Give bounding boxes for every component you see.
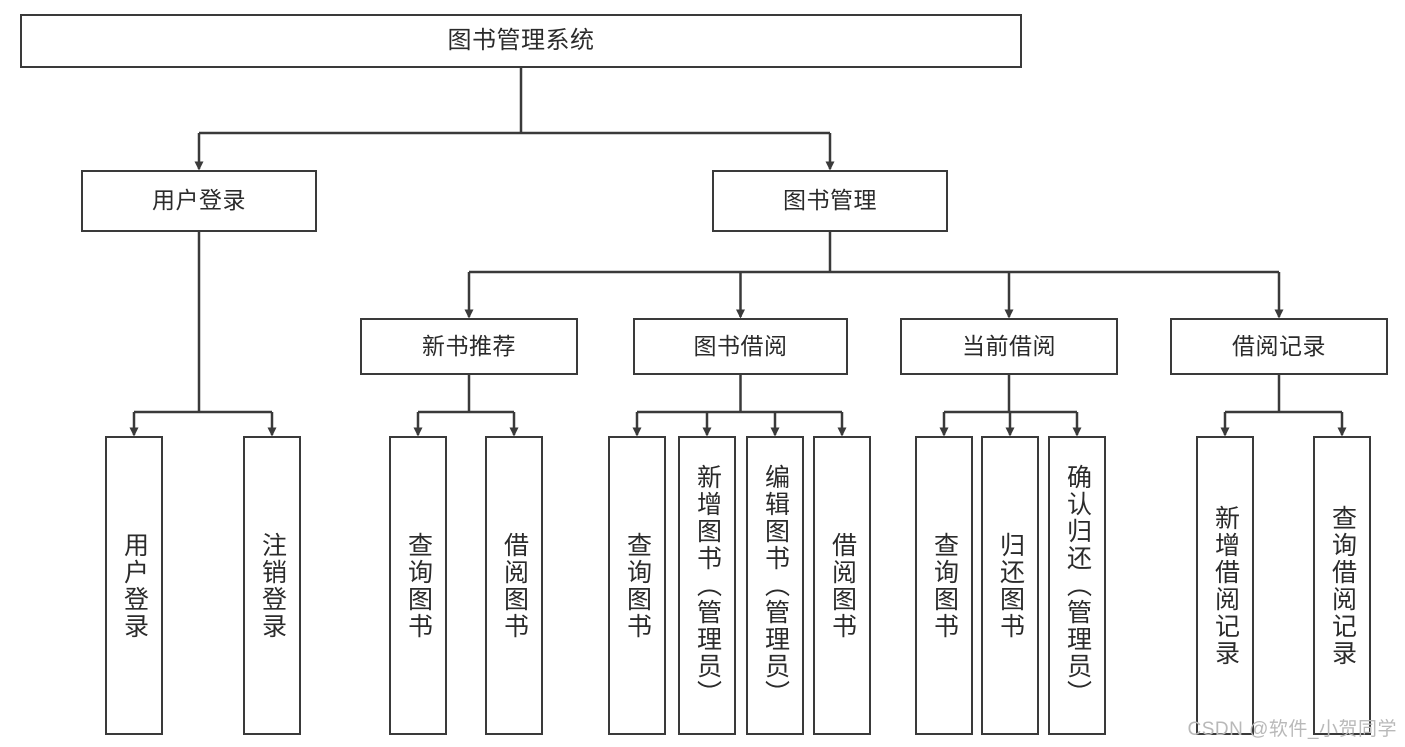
leaf-node-borrow-book-rec[interactable]: 借阅图书 <box>485 436 543 735</box>
leaf-node-edit-book-admin[interactable]: 编辑图书（管理员） <box>746 436 804 735</box>
edge-group <box>129 68 1347 437</box>
leaf-node-borrow-book[interactable]: 借阅图书 <box>813 436 871 735</box>
node-label: 借阅记录 <box>1232 332 1326 359</box>
leaf-node-add-book-admin[interactable]: 新增图书（管理员） <box>678 436 736 735</box>
node-label: 归还图书 <box>996 531 1025 640</box>
node-label: 借阅图书 <box>500 531 529 640</box>
node-label: 编辑图书（管理员） <box>761 464 790 707</box>
leaf-node-confirm-return-admin[interactable]: 确认归还（管理员） <box>1048 436 1106 735</box>
node-borrow-record[interactable]: 借阅记录 <box>1170 318 1388 375</box>
node-current-borrow[interactable]: 当前借阅 <box>900 318 1118 375</box>
leaf-node-add-borrow-record[interactable]: 新增借阅记录 <box>1196 436 1254 735</box>
node-label: 新增借阅记录 <box>1211 504 1240 667</box>
leaf-node-query-book-borrow[interactable]: 查询图书 <box>608 436 666 735</box>
node-book-management[interactable]: 图书管理 <box>712 170 948 232</box>
node-label: 注销登录 <box>258 531 287 640</box>
node-book-borrow[interactable]: 图书借阅 <box>633 318 848 375</box>
node-new-book-recommend[interactable]: 新书推荐 <box>360 318 578 375</box>
node-label: 借阅图书 <box>828 531 857 640</box>
node-label: 确认归还（管理员） <box>1063 464 1092 707</box>
node-label: 用户登录 <box>120 531 149 640</box>
leaf-node-query-book-current[interactable]: 查询图书 <box>915 436 973 735</box>
node-label: 新增图书（管理员） <box>693 464 722 707</box>
node-user-login[interactable]: 用户登录 <box>81 170 317 232</box>
node-label: 查询图书 <box>404 531 433 640</box>
leaf-node-query-borrow-record[interactable]: 查询借阅记录 <box>1313 436 1371 735</box>
node-label: 查询图书 <box>930 531 959 640</box>
leaf-node-logout[interactable]: 注销登录 <box>243 436 301 735</box>
node-label: 图书管理系统 <box>447 26 595 54</box>
watermark-text: CSDN @软件_小贺同学 <box>1187 719 1397 740</box>
node-label: 查询借阅记录 <box>1328 504 1357 667</box>
node-label: 查询图书 <box>623 531 652 640</box>
leaf-node-return-book[interactable]: 归还图书 <box>981 436 1039 735</box>
node-label: 图书借阅 <box>693 332 788 359</box>
node-label: 用户登录 <box>152 187 246 214</box>
node-label: 图书管理 <box>783 187 877 214</box>
leaf-node-user-login[interactable]: 用户登录 <box>105 436 163 735</box>
node-label: 新书推荐 <box>422 332 516 359</box>
leaf-node-query-book-rec[interactable]: 查询图书 <box>389 436 447 735</box>
node-label: 当前借阅 <box>962 332 1056 359</box>
node-root-system[interactable]: 图书管理系统 <box>20 14 1022 68</box>
